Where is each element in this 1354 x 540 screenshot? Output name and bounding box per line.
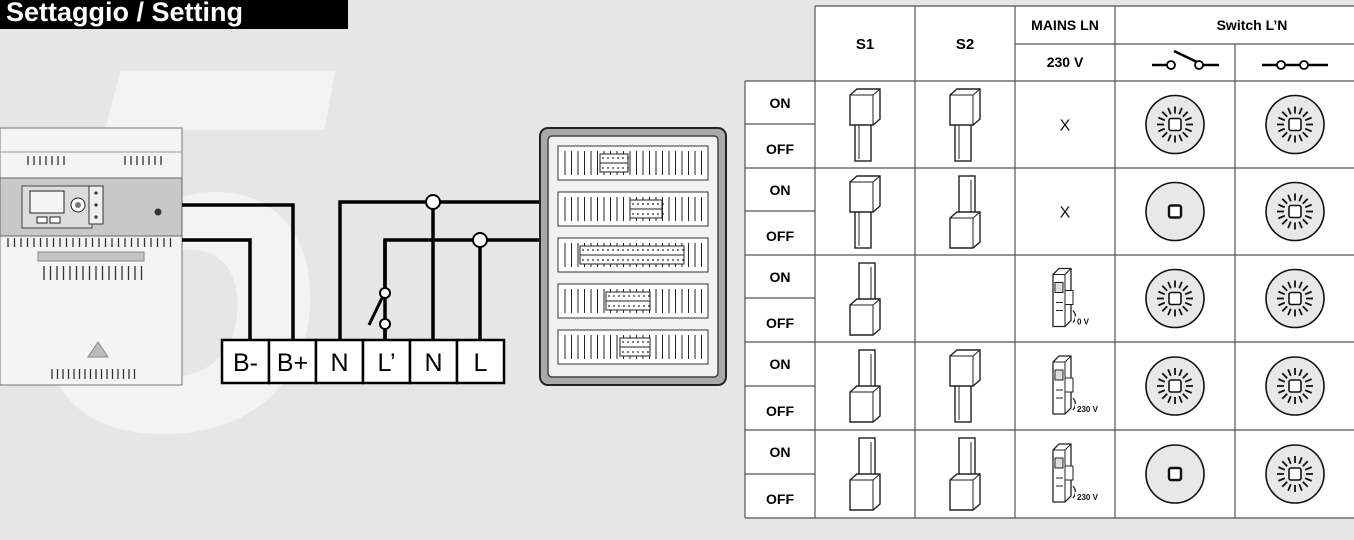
- breaker-voltage: 0 V: [1077, 318, 1090, 327]
- steady-led-icon: [1145, 181, 1205, 242]
- terminal-label: L: [474, 349, 488, 377]
- dip-switch-up-icon: [949, 88, 981, 162]
- blinking-led-icon: [1145, 356, 1205, 416]
- dip-switch-up-icon: [849, 88, 881, 162]
- wires: [182, 200, 548, 340]
- off-label: OFF: [766, 228, 794, 244]
- circuit-breaker-icon: 0 V: [1052, 267, 1095, 328]
- control-unit: [0, 127, 183, 386]
- panel-button: [36, 216, 48, 224]
- s2-header: S2: [956, 36, 974, 53]
- terminal-label: B+: [277, 349, 308, 377]
- distribution-panel: [539, 127, 727, 386]
- mains-header: MAINS LN: [1031, 17, 1099, 33]
- on-label: ON: [770, 182, 791, 198]
- wire-junction: [425, 194, 488, 248]
- panel-button: [49, 216, 61, 224]
- breaker-voltage: 230 V: [1077, 405, 1099, 414]
- vent-slots-icon: [43, 266, 143, 280]
- terminal-cell: L: [455, 338, 506, 385]
- display-screen: [29, 190, 65, 214]
- on-label: ON: [770, 444, 791, 460]
- din-rail-row: [557, 191, 709, 227]
- page-title: Settaggio / Setting: [6, 0, 244, 27]
- dip-switch-up-icon: [949, 349, 981, 423]
- terminal-label: B-: [233, 349, 258, 377]
- off-label: OFF: [766, 403, 794, 419]
- dip-switch-down-icon: [949, 437, 981, 511]
- blinking-led-icon: [1265, 356, 1325, 416]
- closed-switch-icon: [1262, 60, 1328, 70]
- steady-led-icon: [1145, 444, 1205, 504]
- terminal-cell: B-: [220, 338, 271, 385]
- terminal-label: N: [424, 349, 442, 377]
- setting-page: 5 Settaggio / Setting: [0, 0, 1354, 519]
- terminal-cell: L’: [361, 338, 412, 385]
- circuit-breaker-icon: 230 V: [1052, 443, 1099, 503]
- label-strip: [37, 251, 145, 262]
- vent-slots-icon: [27, 156, 65, 165]
- terminal-cell: N: [408, 338, 459, 385]
- table-row: ON OFF X: [766, 175, 1325, 249]
- vent-slots-icon: [124, 156, 162, 165]
- s1-header: S1: [856, 36, 874, 53]
- terminal-label: N: [330, 349, 348, 377]
- table-row: ON OFF 0 V: [766, 262, 1325, 336]
- on-label: ON: [770, 95, 791, 111]
- off-label: OFF: [766, 315, 794, 331]
- dip-switch-down-icon: [849, 262, 881, 336]
- on-label: ON: [770, 356, 791, 372]
- din-rail-row: [557, 145, 709, 181]
- terminal-cell: N: [314, 338, 365, 385]
- blinking-led-icon: [1265, 94, 1325, 155]
- din-rail-row: [557, 329, 709, 365]
- blinking-led-icon: [1265, 268, 1325, 329]
- indicator-led: [154, 208, 162, 216]
- warning-triangle-icon: [87, 341, 109, 358]
- vent-slots-icon: [51, 369, 136, 379]
- dip-switch-down-icon: [849, 437, 881, 511]
- on-label: ON: [770, 269, 791, 285]
- table-grid-lines: [744, 5, 1354, 519]
- mains-voltage-header: 230 V: [1047, 54, 1084, 70]
- dip-switch-up-icon: [849, 175, 881, 249]
- table-row: ON OFF 230 V: [766, 349, 1325, 423]
- vent-slots-icon: [7, 238, 172, 247]
- breaker-voltage: 230 V: [1077, 493, 1099, 502]
- blinking-led-icon: [1145, 94, 1205, 155]
- open-switch-icon: [367, 240, 391, 340]
- blinking-led-icon: [1265, 181, 1325, 242]
- table-row: ON OFF 230 V: [766, 437, 1325, 511]
- terminal-block: B- B+ N L’ N L: [220, 338, 506, 385]
- wiring-diagram: B- B+ N L’ N L: [0, 5, 1354, 519]
- off-label: OFF: [766, 141, 794, 157]
- blinking-led-icon: [1265, 444, 1325, 504]
- title-bar: Settaggio / Setting: [0, 0, 348, 29]
- mains-mark: X: [1060, 205, 1071, 222]
- dip-switch-down-icon: [949, 175, 981, 249]
- terminal-label: L’: [377, 349, 395, 377]
- table-row: ON OFF X: [766, 88, 1325, 162]
- dip-switch-down-icon: [849, 349, 881, 423]
- din-rail-row: [557, 283, 709, 319]
- switch-header: Switch L’N: [1217, 17, 1288, 33]
- terminal-cell: B+: [267, 338, 318, 385]
- settings-table: S1 S2 MAINS LN 230 V Switch L’N ONO: [744, 5, 1354, 519]
- circuit-breaker-icon: 230 V: [1052, 355, 1099, 415]
- off-label: OFF: [766, 491, 794, 507]
- mains-mark: X: [1060, 118, 1071, 135]
- blinking-led-icon: [1145, 268, 1205, 329]
- open-switch-icon: [1152, 49, 1219, 70]
- din-rail-row: [557, 237, 709, 273]
